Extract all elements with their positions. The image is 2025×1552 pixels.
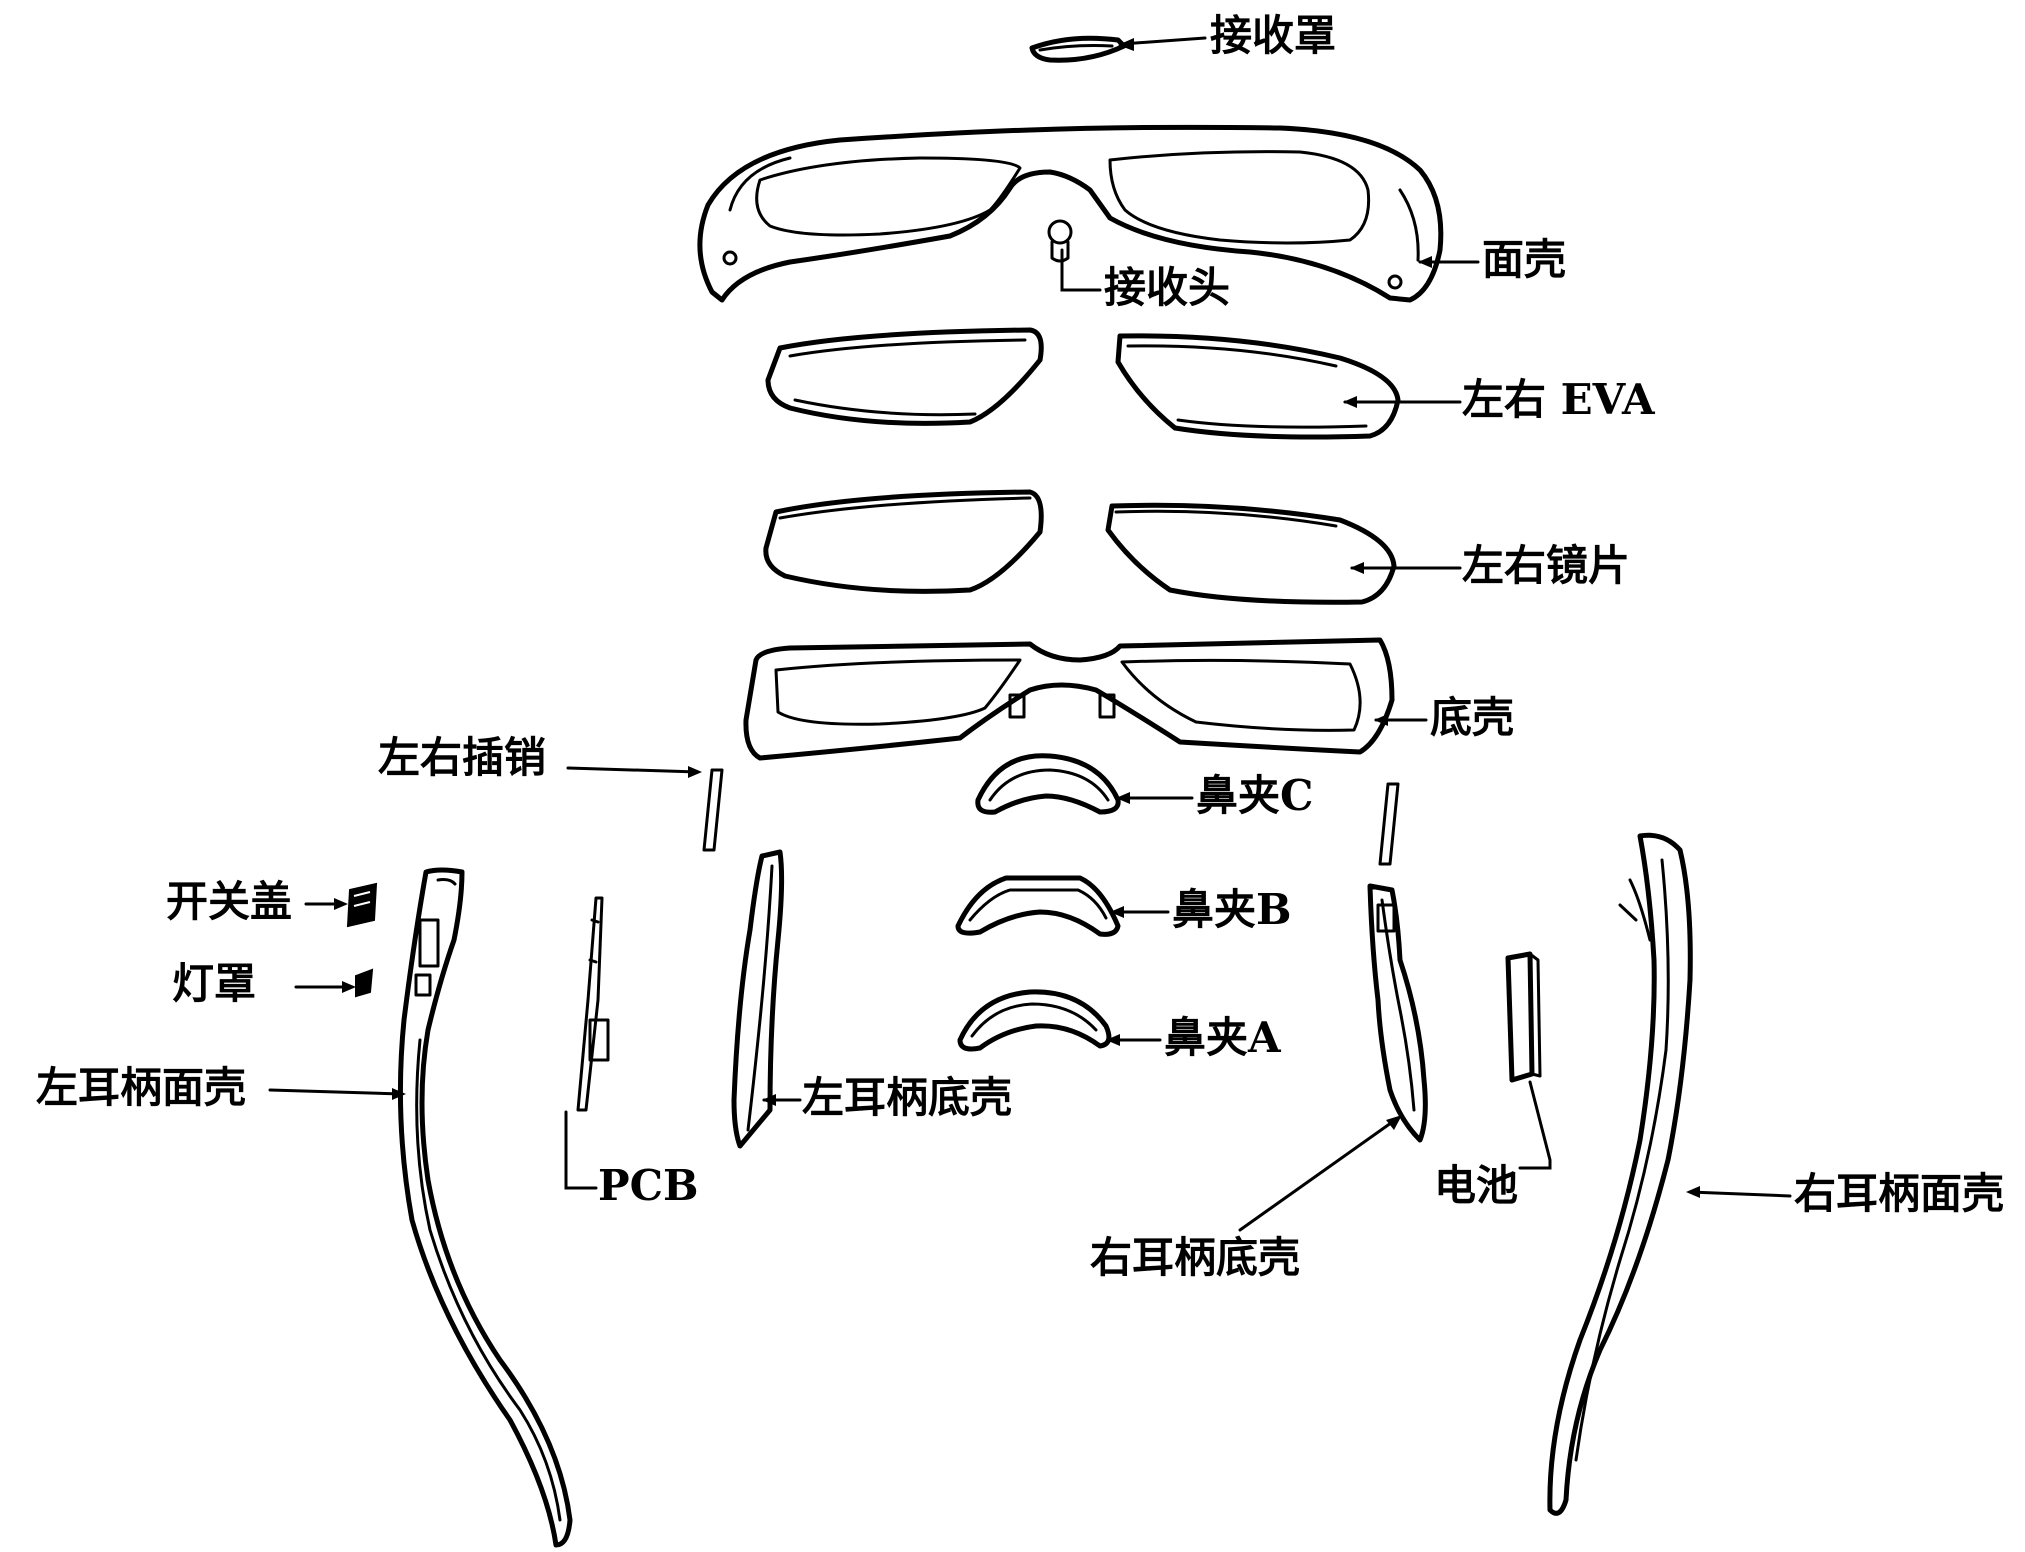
label-left-right-pins: 左右插销 [378,733,546,782]
switch-cover-part [348,884,376,926]
leader-lines [270,38,1790,1230]
nose-clip-c-part [978,756,1118,813]
label-left-temple-bottom-shell: 左耳柄底壳 [802,1073,1012,1122]
label-nose-clip-c: 鼻夹C [1196,771,1313,820]
label-switch-cover: 开关盖 [166,877,292,926]
label-bottom-shell: 底壳 [1430,693,1514,742]
battery-part [1508,954,1540,1080]
label-right-temple-face-shell: 右耳柄面壳 [1794,1169,2004,1218]
label-left-temple-face-shell: 左耳柄面壳 [36,1063,246,1112]
label-nose-clip-b: 鼻夹B [1172,885,1292,934]
left-temple-face-shell-part [400,870,570,1545]
label-lamp-cover: 灯罩 [172,959,256,1008]
nose-clip-b-part [958,878,1118,934]
face-shell-part [700,127,1441,300]
lens-part [766,492,1394,602]
label-pcb: PCB [598,1161,699,1210]
lamp-cover-part [356,970,372,996]
receiver-cover-part [1032,38,1124,60]
nose-clip-a-part [960,992,1109,1049]
right-temple-bottom-shell-part [1370,886,1425,1140]
label-receiver-cover: 接收罩 [1210,11,1336,60]
bottom-shell-part [746,640,1392,758]
label-face-shell: 面壳 [1482,235,1566,284]
label-battery: 电池 [1434,1161,1518,1210]
right-temple-face-shell-part [1550,835,1690,1513]
eva-part [768,330,1398,437]
pcb-part [578,898,608,1110]
label-receiver-head: 接收头 [1104,263,1230,312]
label-left-right-lenses: 左右镜片 [1462,541,1630,590]
label-nose-clip-a: 鼻夹A [1164,1013,1282,1062]
label-right-temple-bottom-shell: 右耳柄底壳 [1090,1233,1300,1282]
label-left-right-eva: 左右 EVA [1462,375,1656,424]
